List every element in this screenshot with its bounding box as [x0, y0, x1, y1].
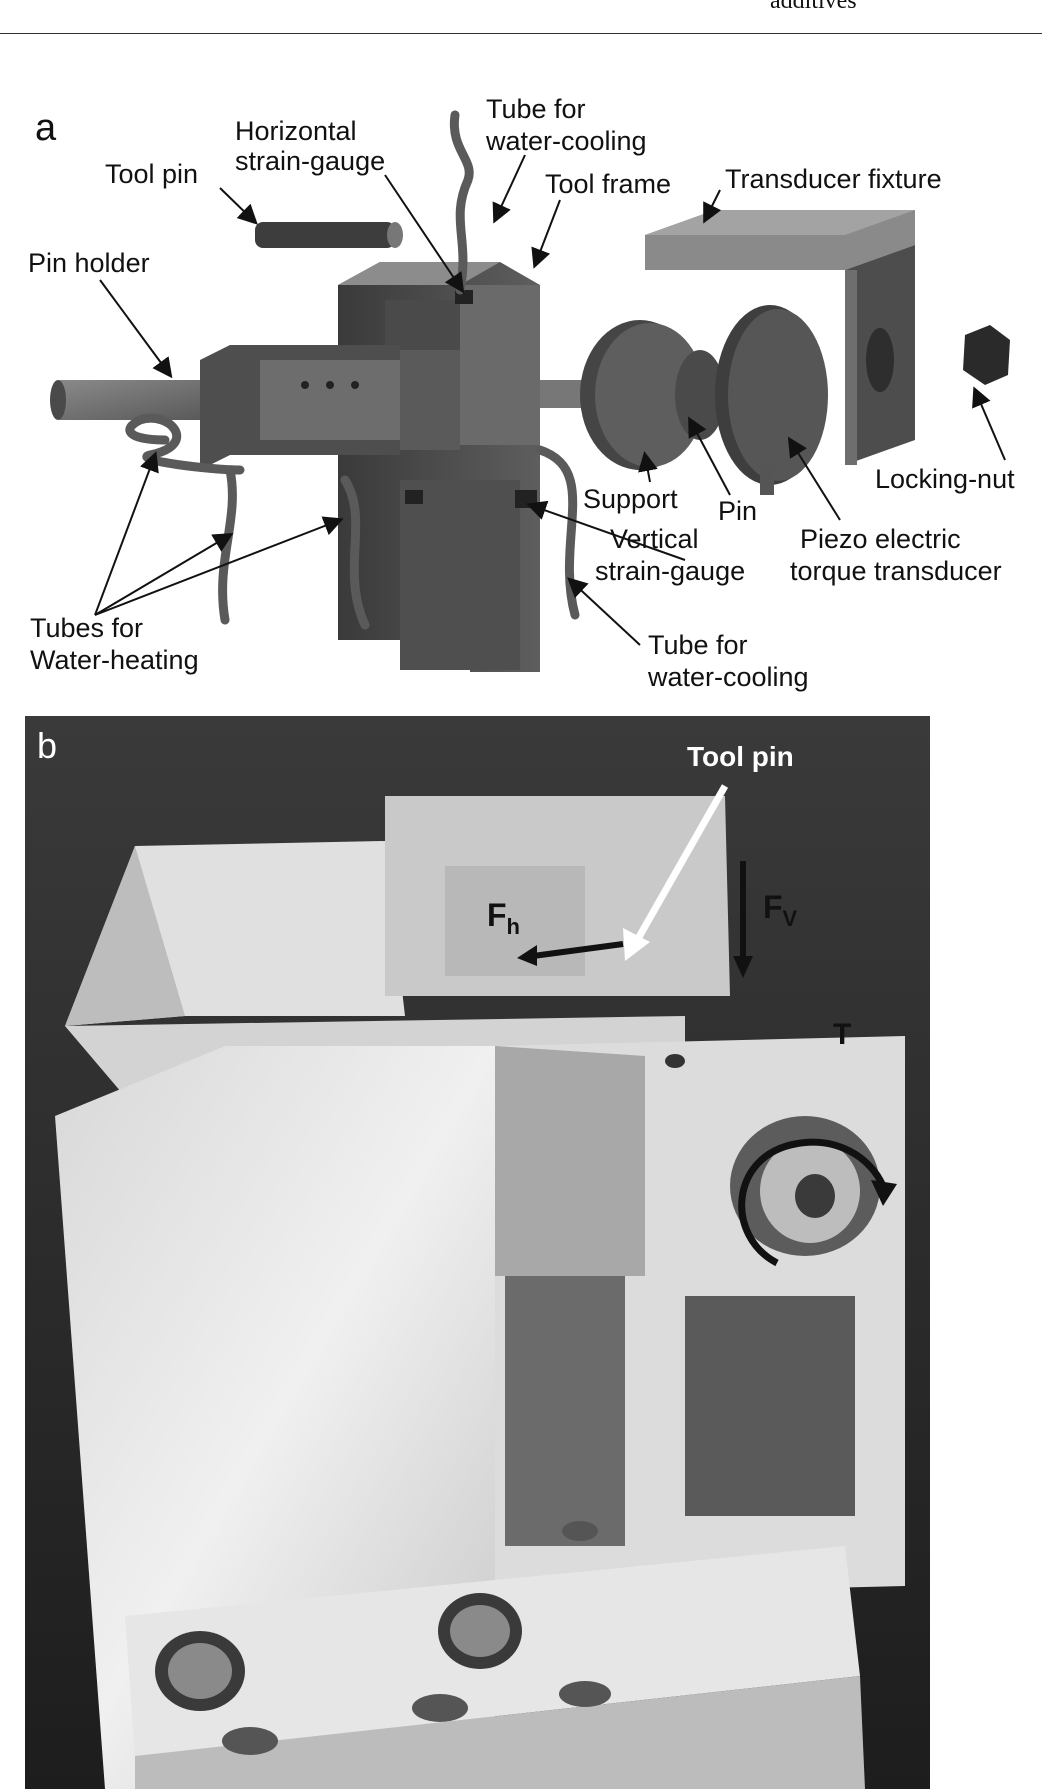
label-tool-frame: Tool frame: [545, 169, 671, 199]
label-force-horizontal: Fh: [487, 897, 520, 939]
panel-b-letter: b: [37, 725, 57, 766]
water-tubes: [125, 110, 580, 630]
label-tubes-heating-line1: Tubes for: [30, 613, 143, 643]
label-tube-bottom-line1: Tube for: [648, 630, 748, 660]
locking-nut-part: [963, 325, 1010, 385]
label-tube-bottom-line2: water-cooling: [647, 662, 809, 692]
leader-lines: [94, 154, 1006, 646]
label-transducer-fixture: Transducer fixture: [725, 164, 942, 194]
fv-main: F: [763, 889, 783, 925]
label-tube-top-line1: Tube for: [486, 94, 586, 124]
tool-pin-part: [255, 222, 403, 248]
label-force-vertical: FV: [763, 889, 798, 931]
label-vertical-strain-gauge-line2: strain-gauge: [595, 556, 745, 586]
label-support: Support: [583, 484, 678, 514]
label-locking-nut: Locking-nut: [875, 464, 1015, 494]
header-rule: [0, 33, 1042, 34]
fh-sub: h: [507, 914, 520, 939]
label-pin: Pin: [718, 496, 757, 526]
piezo-transducer-part: [715, 305, 828, 495]
label-horizontal-strain-gauge-line2: strain-gauge: [235, 146, 385, 176]
label-horizontal-strain-gauge-line1: Horizontal: [235, 116, 357, 146]
label-tubes-heating-line2: Water-heating: [30, 645, 199, 675]
label-piezo-line2: torque transducer: [790, 556, 1002, 586]
support-part: [540, 320, 725, 470]
label-piezo-line1: Piezo electric: [800, 524, 961, 554]
label-tool-pin: Tool pin: [105, 159, 198, 189]
label-pin-holder: Pin holder: [28, 248, 150, 278]
panel-a-letter: a: [35, 107, 57, 149]
label-tube-top-line2: water-cooling: [485, 126, 647, 156]
force-arrows: [517, 784, 897, 1267]
panel-a-exploded-view: a: [28, 94, 1015, 692]
tool-frame-part: [338, 262, 540, 672]
pin-holder-part: [50, 345, 460, 470]
fv-sub: V: [783, 906, 798, 931]
fixture-photo-body: [55, 796, 905, 1789]
running-header: additives: [770, 0, 857, 14]
label-b-tool-pin: Tool pin: [687, 741, 794, 772]
fh-main: F: [487, 897, 507, 933]
panel-b-photo: b Tool pin Fh FV T: [25, 716, 930, 1789]
label-torque: T: [833, 1018, 851, 1051]
